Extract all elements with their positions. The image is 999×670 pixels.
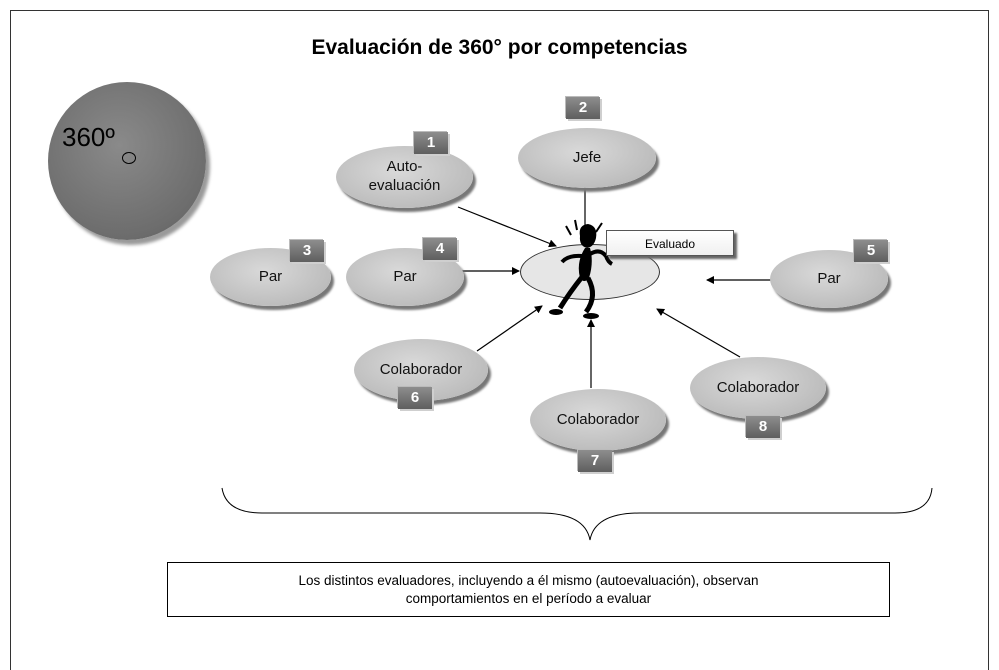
diagram-title: Evaluación de 360° por competencias [311, 36, 688, 59]
footer-note: Los distintos evaluadores, incluyendo a … [167, 562, 890, 617]
node-number-badge: 3 [290, 240, 324, 262]
node-label: Colaborador [716, 378, 800, 396]
diagram-frame [10, 10, 989, 670]
node-number-badge: 6 [398, 387, 432, 409]
node-label: Auto- evaluación [368, 158, 441, 194]
curly-brace [221, 487, 933, 541]
person-icon [549, 219, 613, 319]
node-number-badge: 2 [566, 97, 600, 119]
node-colaborador-7: Colaborador [530, 389, 666, 451]
node-label: Par [393, 267, 417, 285]
connectors [221, 182, 933, 541]
arrow-colab-6 [476, 305, 543, 352]
node-label: Par [258, 267, 283, 285]
node-number-badge: 1 [414, 132, 448, 154]
node-number-badge: 7 [578, 450, 612, 472]
diagram-stage: Evaluación de 360° por competencias 360º… [10, 10, 989, 670]
node-number-badge: 5 [854, 240, 888, 262]
node-label: Colaborador [379, 360, 463, 378]
node-jefe: Jefe [518, 128, 656, 188]
node-label: Jefe [572, 148, 602, 166]
node-autoevaluacion: Auto- evaluación [336, 146, 473, 208]
node-number-badge: 4 [423, 238, 457, 260]
360-label: 360º [62, 122, 115, 152]
arrow-colab-8 [656, 308, 741, 358]
node-label: Colaborador [556, 410, 640, 428]
node-label: Par [817, 269, 841, 287]
small-circle-icon [122, 152, 136, 164]
arrow-auto [457, 206, 557, 248]
node-number-badge: 8 [746, 416, 780, 438]
node-colaborador-8: Colaborador [690, 357, 826, 419]
evaluado-label: Evaluado [606, 230, 734, 256]
